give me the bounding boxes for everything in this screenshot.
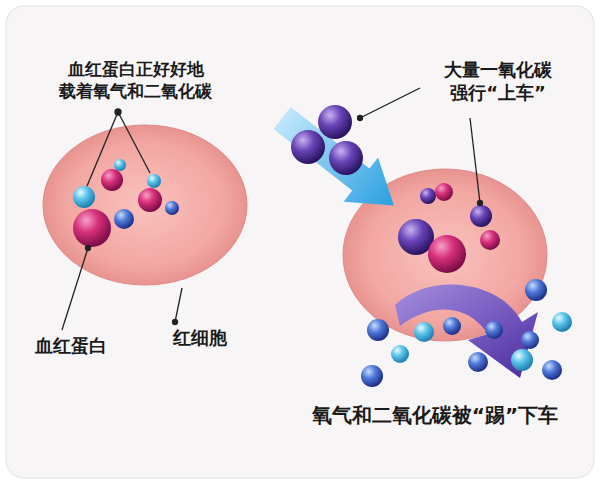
molecules [73, 159, 179, 247]
leader-lines [62, 109, 182, 330]
red-blood-cell [43, 125, 247, 285]
outgoing-arrow [395, 285, 538, 378]
callout-label: 血红蛋白 [16, 334, 126, 357]
incoming-arrow [265, 96, 411, 228]
callout-label: 红细胞 [150, 326, 250, 349]
carbon-monoxide [291, 105, 500, 273]
callout-label: 血红蛋白正好好地 载着氧气和二氧化碳 [48, 58, 223, 102]
leader-lines [358, 88, 483, 206]
released-molecules [361, 279, 572, 387]
panel [6, 6, 594, 478]
callout-label: 氧气和二氧化碳被“踢”下车 [285, 402, 585, 428]
callout-label: 大量一氧化碳 强行“上车” [418, 58, 578, 105]
